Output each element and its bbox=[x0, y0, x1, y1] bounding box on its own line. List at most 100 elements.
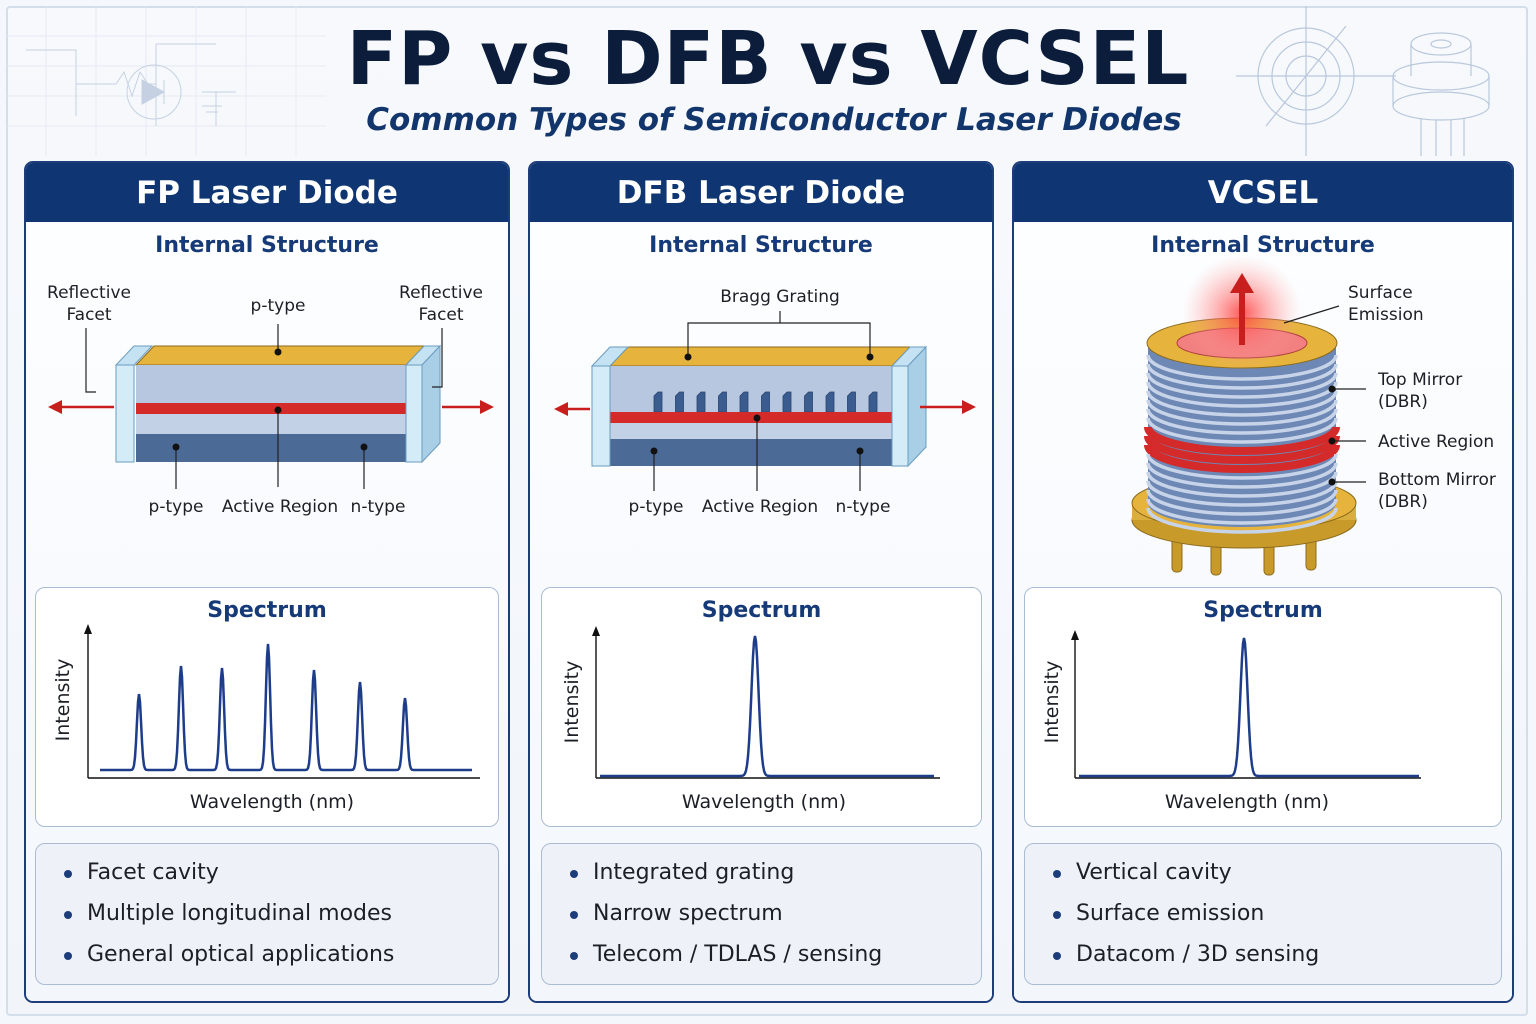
bragg-grating-tooth bbox=[718, 391, 727, 413]
fp-p-layer bbox=[136, 365, 406, 403]
dfb-bragg-grating bbox=[653, 391, 878, 413]
bragg-grating-tooth bbox=[825, 391, 835, 413]
fp-contact-top bbox=[134, 345, 426, 366]
vcsel-label-emission-1: Surface bbox=[1348, 283, 1413, 303]
fp-active-layer bbox=[136, 403, 406, 414]
fp-label-bottom-mid: Active Region bbox=[222, 497, 338, 517]
fp-facet-right bbox=[405, 364, 423, 463]
list-item: Facet cavity bbox=[64, 856, 394, 897]
dfb-spectrum-box: Spectrum Intensity Wavelength (nm) bbox=[541, 587, 982, 827]
bragg-grating-tooth bbox=[696, 391, 706, 413]
list-item: General optical applications bbox=[64, 938, 394, 979]
fp-label-bottom-left: p-type bbox=[149, 497, 204, 517]
list-item: Telecom / TDLAS / sensing bbox=[570, 938, 882, 979]
dfb-structure-diagram: Bragg Grating p-type Active Region n-typ… bbox=[554, 287, 976, 517]
bragg-grating-tooth bbox=[868, 391, 878, 413]
bragg-grating-tooth bbox=[847, 391, 856, 413]
laser-package-decoration bbox=[1236, 6, 1490, 156]
fp-facet-left bbox=[115, 364, 135, 463]
fp-spectrum-title: Spectrum bbox=[207, 598, 327, 623]
vcsel-active-band bbox=[1144, 444, 1340, 473]
fp-spectrum-chart: Intensity Wavelength (nm) bbox=[52, 624, 480, 813]
list-item: Multiple longitudinal modes bbox=[64, 897, 394, 938]
vcsel-dbr-band bbox=[1146, 507, 1338, 534]
vcsel-x-label: Wavelength (nm) bbox=[1165, 791, 1329, 813]
vcsel-panel: VCSEL Internal Structure bbox=[1012, 161, 1514, 1003]
fp-features-list: Facet cavity Multiple longitudinal modes… bbox=[64, 856, 394, 979]
dfb-facet-left bbox=[591, 365, 611, 467]
vcsel-label-emission-2: Emission bbox=[1348, 305, 1424, 325]
fp-label-facet-right-1: Reflective bbox=[399, 283, 483, 303]
fp-label-top: p-type bbox=[251, 296, 306, 316]
dfb-panel: DFB Laser Diode Internal Structure Bra bbox=[528, 161, 994, 1003]
vcsel-spectrum-line bbox=[1079, 637, 1419, 778]
vcsel-structure-diagram: Surface Emission Top Mirror (DBR) Active… bbox=[1131, 255, 1496, 576]
vcsel-dbr-band bbox=[1146, 489, 1338, 516]
vcsel-dbr-band bbox=[1146, 390, 1338, 417]
fp-structure-title: Internal Structure bbox=[155, 233, 379, 258]
bragg-grating-tooth bbox=[782, 391, 792, 413]
dfb-structure-title: Internal Structure bbox=[649, 233, 873, 258]
fp-structure-diagram: Reflective Facet Reflective Facet p-type… bbox=[47, 283, 494, 517]
circuit-decoration bbox=[6, 6, 326, 156]
fp-mid-layer bbox=[136, 414, 406, 434]
vcsel-dbr-band bbox=[1146, 408, 1338, 435]
fp-label-facet-left-1: Reflective bbox=[47, 283, 131, 303]
dfb-contact-top bbox=[608, 346, 912, 367]
dfb-spectrum-chart: Intensity Wavelength (nm) bbox=[561, 626, 940, 813]
fp-panel: FP Laser Diode Internal Structure bbox=[24, 161, 510, 1003]
dfb-features-box: Integrated grating Narrow spectrum Telec… bbox=[541, 843, 982, 985]
vcsel-dbr-band bbox=[1146, 381, 1338, 408]
vcsel-dbr-band bbox=[1146, 354, 1338, 381]
vcsel-label-top-mirror-2: (DBR) bbox=[1378, 392, 1428, 412]
vcsel-label-bottom-mirror-1: Bottom Mirror bbox=[1378, 470, 1496, 490]
vcsel-structure-title: Internal Structure bbox=[1151, 233, 1375, 258]
dfb-label-bottom-left: p-type bbox=[629, 497, 684, 517]
bragg-grating-tooth bbox=[804, 391, 813, 413]
vcsel-dbr-band bbox=[1146, 462, 1338, 489]
list-item: Surface emission bbox=[1053, 897, 1319, 938]
fp-panel-title: FP Laser Diode bbox=[26, 163, 508, 222]
list-item: Narrow spectrum bbox=[570, 897, 882, 938]
bragg-grating-tooth bbox=[653, 391, 663, 413]
vcsel-features-box: Vertical cavity Surface emission Datacom… bbox=[1024, 843, 1502, 985]
dfb-panel-title: DFB Laser Diode bbox=[530, 163, 992, 222]
bragg-grating-tooth bbox=[739, 391, 749, 413]
dfb-y-label: Intensity bbox=[561, 661, 583, 744]
vcsel-dbr-band bbox=[1146, 471, 1338, 498]
vcsel-active-band bbox=[1144, 435, 1340, 464]
fp-label-facet-left-2: Facet bbox=[66, 305, 111, 325]
dfb-active-layer bbox=[610, 412, 892, 423]
vcsel-y-label: Intensity bbox=[1041, 661, 1063, 744]
dfb-x-label: Wavelength (nm) bbox=[682, 791, 846, 813]
dfb-label-bottom-mid: Active Region bbox=[702, 497, 818, 517]
fp-label-bottom-right: n-type bbox=[351, 497, 406, 517]
dfb-spectrum-title: Spectrum bbox=[701, 598, 822, 623]
dfb-spectrum-line bbox=[600, 635, 934, 778]
vcsel-dbr-band bbox=[1146, 453, 1338, 480]
list-item: Integrated grating bbox=[570, 856, 882, 897]
list-item: Vertical cavity bbox=[1053, 856, 1319, 897]
fp-y-label: Intensity bbox=[52, 659, 74, 742]
dfb-facet-right bbox=[891, 365, 909, 467]
vcsel-features-list: Vertical cavity Surface emission Datacom… bbox=[1053, 856, 1319, 979]
vcsel-spectrum-box: Spectrum Intensity Wavelength (nm) bbox=[1024, 587, 1502, 827]
bragg-grating-tooth bbox=[761, 391, 770, 413]
vcsel-dbr-band bbox=[1146, 363, 1338, 390]
vcsel-dbr-band bbox=[1146, 417, 1338, 444]
vcsel-dbr-band bbox=[1146, 372, 1338, 399]
vcsel-label-active: Active Region bbox=[1378, 432, 1494, 452]
fp-features-box: Facet cavity Multiple longitudinal modes… bbox=[35, 843, 499, 985]
vcsel-active-band bbox=[1144, 426, 1340, 455]
vcsel-spectrum-title: Spectrum bbox=[1203, 598, 1323, 623]
vcsel-label-top-mirror-1: Top Mirror bbox=[1377, 370, 1462, 390]
vcsel-dbr-band bbox=[1146, 480, 1338, 507]
dfb-features-list: Integrated grating Narrow spectrum Telec… bbox=[570, 856, 882, 979]
vcsel-dbr-stack bbox=[1144, 345, 1340, 534]
fp-spectrum-box: Spectrum Intensity Wavelength (nm) bbox=[35, 587, 499, 827]
page-subtitle: Common Types of Semiconductor Laser Diod… bbox=[366, 102, 1182, 138]
vcsel-label-bottom-mirror-2: (DBR) bbox=[1378, 492, 1428, 512]
fp-x-label: Wavelength (nm) bbox=[190, 791, 354, 813]
fp-label-facet-right-2: Facet bbox=[418, 305, 463, 325]
page-title: FP vs DFB vs VCSEL bbox=[346, 16, 1190, 102]
